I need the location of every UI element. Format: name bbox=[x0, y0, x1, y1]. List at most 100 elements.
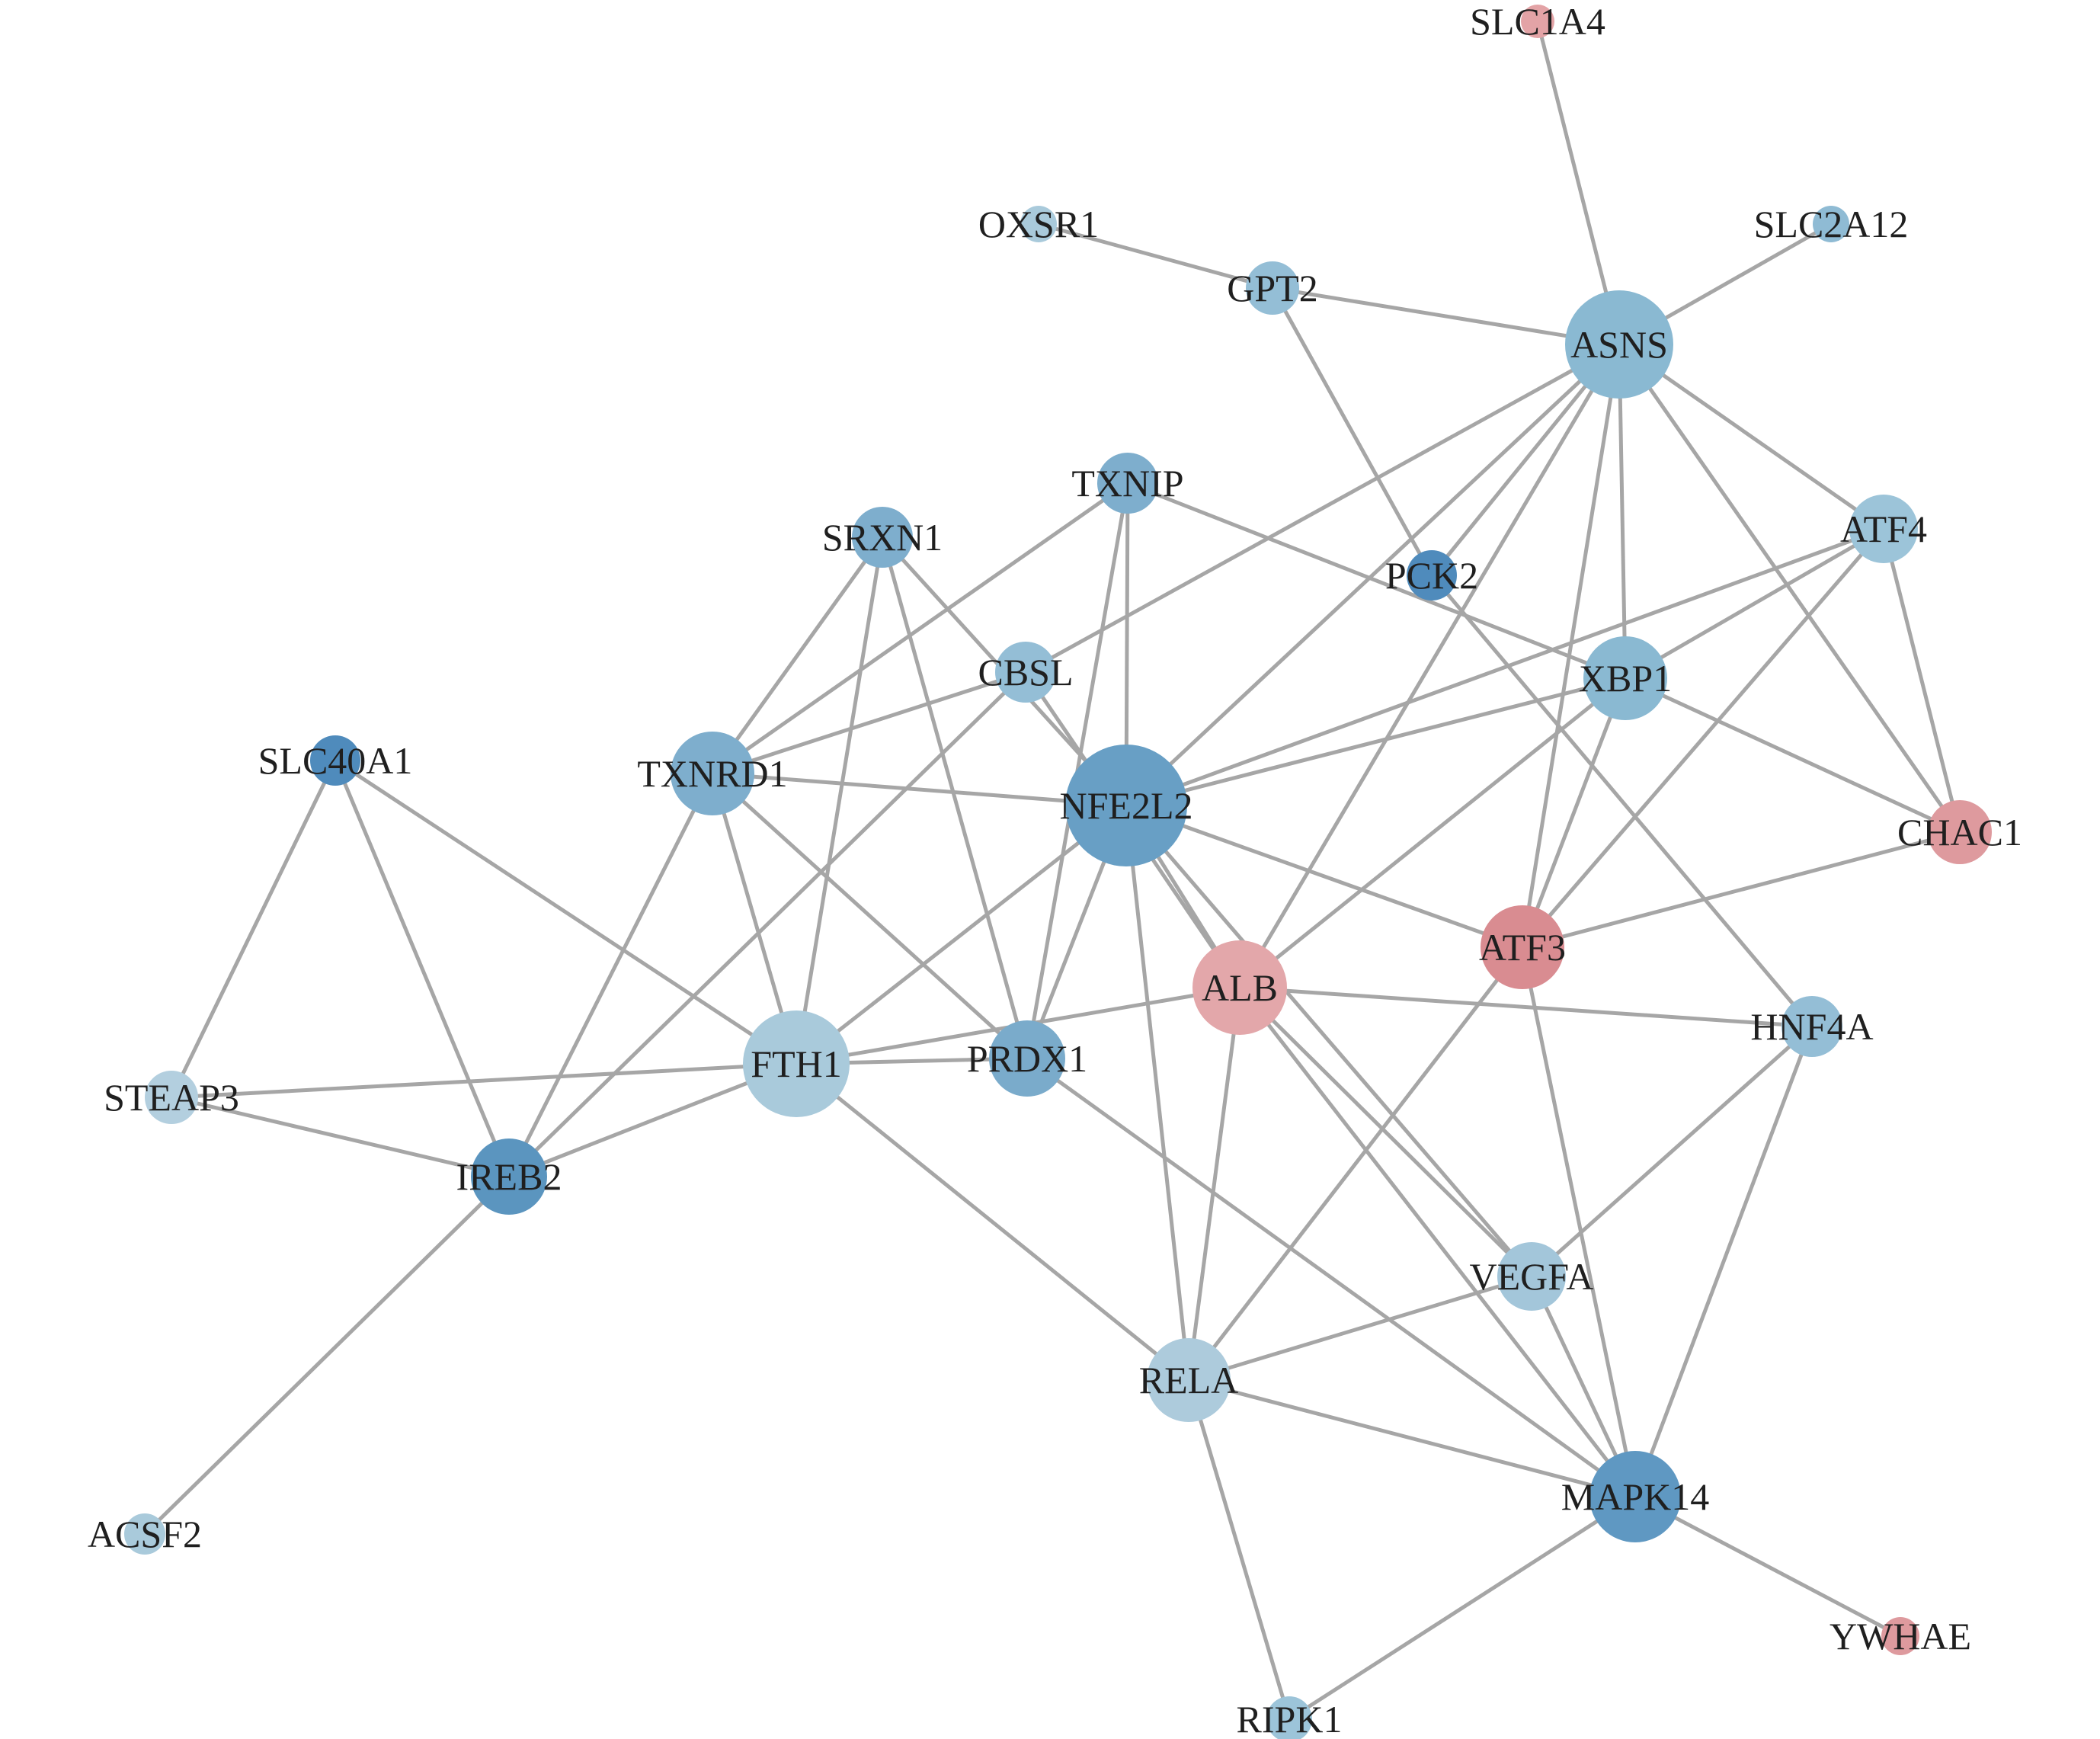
node-rela[interactable]: RELA bbox=[1139, 1338, 1239, 1422]
edge-atf4-atf3 bbox=[1521, 527, 1885, 949]
node-label-nfe2l2: NFE2L2 bbox=[1060, 784, 1193, 827]
edge-xbp1-alb bbox=[1238, 677, 1627, 989]
edge-cbsl-ireb2 bbox=[507, 671, 1027, 1178]
edge-nfe2l2-rela bbox=[1124, 805, 1191, 1381]
node-circle-srxn1[interactable] bbox=[852, 507, 913, 568]
node-steap3[interactable]: STEAP3 bbox=[104, 1071, 239, 1124]
edge-slc40a1-steap3 bbox=[169, 759, 338, 1099]
node-atf4[interactable]: ATF4 bbox=[1840, 495, 1927, 563]
node-atf3[interactable]: ATF3 bbox=[1479, 905, 1566, 989]
edge-gpt2-pck2 bbox=[1270, 287, 1434, 577]
node-circle-prdx1[interactable] bbox=[989, 1020, 1065, 1097]
node-circle-vegfa[interactable] bbox=[1497, 1242, 1566, 1311]
node-pck2[interactable]: PCK2 bbox=[1385, 550, 1478, 600]
node-label-mapk14: MAPK14 bbox=[1561, 1475, 1709, 1518]
node-circle-pck2[interactable] bbox=[1407, 550, 1457, 600]
node-mapk14[interactable]: MAPK14 bbox=[1561, 1451, 1709, 1542]
node-circle-txnrd1[interactable] bbox=[671, 732, 754, 815]
node-nfe2l2[interactable]: NFE2L2 bbox=[1060, 745, 1193, 866]
node-circle-slc40a1[interactable] bbox=[310, 735, 360, 786]
edge-cbsl-txnrd1 bbox=[712, 670, 1026, 776]
node-srxn1[interactable]: SRXN1 bbox=[822, 507, 943, 568]
node-label-rela: RELA bbox=[1139, 1359, 1239, 1401]
node-label-hnf4a: HNF4A bbox=[1750, 1005, 1873, 1048]
node-asns[interactable]: ASNS bbox=[1565, 290, 1673, 399]
node-label-slc40a1: SLC40A1 bbox=[258, 739, 413, 782]
node-label-slc2a12: SLC2A12 bbox=[1754, 203, 1909, 245]
node-xbp1[interactable]: XBP1 bbox=[1579, 636, 1672, 720]
node-alb[interactable]: ALB bbox=[1192, 940, 1287, 1035]
node-circle-nfe2l2[interactable] bbox=[1065, 745, 1187, 866]
node-slc40a1[interactable]: SLC40A1 bbox=[258, 735, 413, 786]
node-ripk1[interactable]: RIPK1 bbox=[1237, 1696, 1343, 1739]
node-circle-acsf2[interactable] bbox=[124, 1513, 165, 1555]
edge-oxsr1-gpt2 bbox=[1038, 222, 1273, 290]
edge-gpt2-asns bbox=[1272, 286, 1620, 347]
edge-txnip-txnrd1 bbox=[711, 481, 1129, 776]
node-circle-cbsl[interactable] bbox=[995, 642, 1056, 703]
node-label-txnip: TXNIP bbox=[1071, 462, 1183, 504]
node-label-atf3: ATF3 bbox=[1479, 926, 1566, 969]
node-txnrd1[interactable]: TXNRD1 bbox=[637, 732, 788, 815]
node-label-txnrd1: TXNRD1 bbox=[637, 752, 787, 795]
node-circle-fth1[interactable] bbox=[743, 1010, 850, 1117]
node-circle-ywhae[interactable] bbox=[1881, 1617, 1919, 1655]
node-circle-alb[interactable] bbox=[1192, 940, 1287, 1035]
edge-nfe2l2-fth1 bbox=[795, 804, 1128, 1065]
edge-fth1-steap3 bbox=[171, 1062, 797, 1100]
node-circle-ripk1[interactable] bbox=[1266, 1696, 1312, 1739]
node-cbsl[interactable]: CBSL bbox=[978, 642, 1074, 703]
edge-atf3-chac1 bbox=[1522, 830, 1961, 950]
edge-txnrd1-ireb2 bbox=[507, 772, 715, 1178]
edge-srxn1-fth1 bbox=[794, 536, 885, 1065]
node-txnip[interactable]: TXNIP bbox=[1071, 453, 1184, 514]
edge-vegfa-rela bbox=[1188, 1274, 1532, 1382]
node-ireb2[interactable]: IREB2 bbox=[456, 1139, 562, 1215]
node-label-prdx1: PRDX1 bbox=[967, 1037, 1087, 1080]
node-label-srxn1: SRXN1 bbox=[822, 516, 943, 559]
node-circle-steap3[interactable] bbox=[145, 1071, 198, 1124]
node-hnf4a[interactable]: HNF4A bbox=[1750, 996, 1874, 1057]
node-ywhae[interactable]: YWHAE bbox=[1829, 1615, 1971, 1657]
edge-slc40a1-ireb2 bbox=[333, 760, 511, 1177]
edge-nfe2l2-vegfa bbox=[1125, 804, 1533, 1278]
edge-txnip-xbp1 bbox=[1127, 481, 1626, 681]
node-circle-xbp1[interactable] bbox=[1583, 636, 1667, 720]
node-circle-hnf4a[interactable] bbox=[1781, 996, 1842, 1057]
edge-prdx1-mapk14 bbox=[1026, 1056, 1637, 1499]
node-fth1[interactable]: FTH1 bbox=[743, 1010, 850, 1117]
edge-asns-nfe2l2 bbox=[1125, 343, 1621, 807]
node-circle-oxsr1[interactable] bbox=[1020, 206, 1057, 242]
node-circle-slc1a4[interactable] bbox=[1521, 5, 1554, 38]
node-label-oxsr1: OXSR1 bbox=[978, 203, 1099, 245]
node-slc1a4[interactable]: SLC1A4 bbox=[1470, 0, 1605, 43]
node-circle-mapk14[interactable] bbox=[1589, 1451, 1681, 1542]
node-circle-atf4[interactable] bbox=[1849, 495, 1918, 563]
node-circle-ireb2[interactable] bbox=[471, 1139, 547, 1215]
node-circle-txnip[interactable] bbox=[1097, 453, 1158, 514]
node-label-ireb2: IREB2 bbox=[456, 1155, 562, 1198]
edge-nfe2l2-xbp1 bbox=[1125, 676, 1626, 808]
node-label-atf4: ATF4 bbox=[1840, 508, 1927, 550]
node-oxsr1[interactable]: OXSR1 bbox=[978, 203, 1099, 245]
node-vegfa[interactable]: VEGFA bbox=[1470, 1242, 1594, 1311]
edge-asns-chac1 bbox=[1617, 343, 1962, 834]
node-acsf2[interactable]: ACSF2 bbox=[88, 1513, 202, 1555]
edge-alb-rela bbox=[1186, 987, 1242, 1381]
node-circle-rela[interactable] bbox=[1147, 1338, 1231, 1422]
node-circle-asns[interactable] bbox=[1565, 290, 1673, 399]
node-circle-chac1[interactable] bbox=[1928, 800, 1992, 864]
node-chac1[interactable]: CHAC1 bbox=[1897, 800, 2022, 864]
node-label-fth1: FTH1 bbox=[751, 1042, 841, 1085]
node-circle-atf3[interactable] bbox=[1481, 905, 1564, 989]
node-prdx1[interactable]: PRDX1 bbox=[967, 1020, 1087, 1097]
node-gpt2[interactable]: GPT2 bbox=[1227, 261, 1318, 315]
node-circle-slc2a12[interactable] bbox=[1813, 206, 1849, 242]
node-label-pck2: PCK2 bbox=[1385, 554, 1478, 597]
edge-hnf4a-vegfa bbox=[1530, 1025, 1813, 1278]
edge-atf3-rela bbox=[1187, 946, 1524, 1382]
edge-slc40a1-fth1 bbox=[334, 758, 798, 1066]
edge-alb-hnf4a bbox=[1239, 985, 1813, 1029]
node-circle-gpt2[interactable] bbox=[1246, 261, 1299, 315]
node-slc2a12[interactable]: SLC2A12 bbox=[1754, 203, 1909, 245]
